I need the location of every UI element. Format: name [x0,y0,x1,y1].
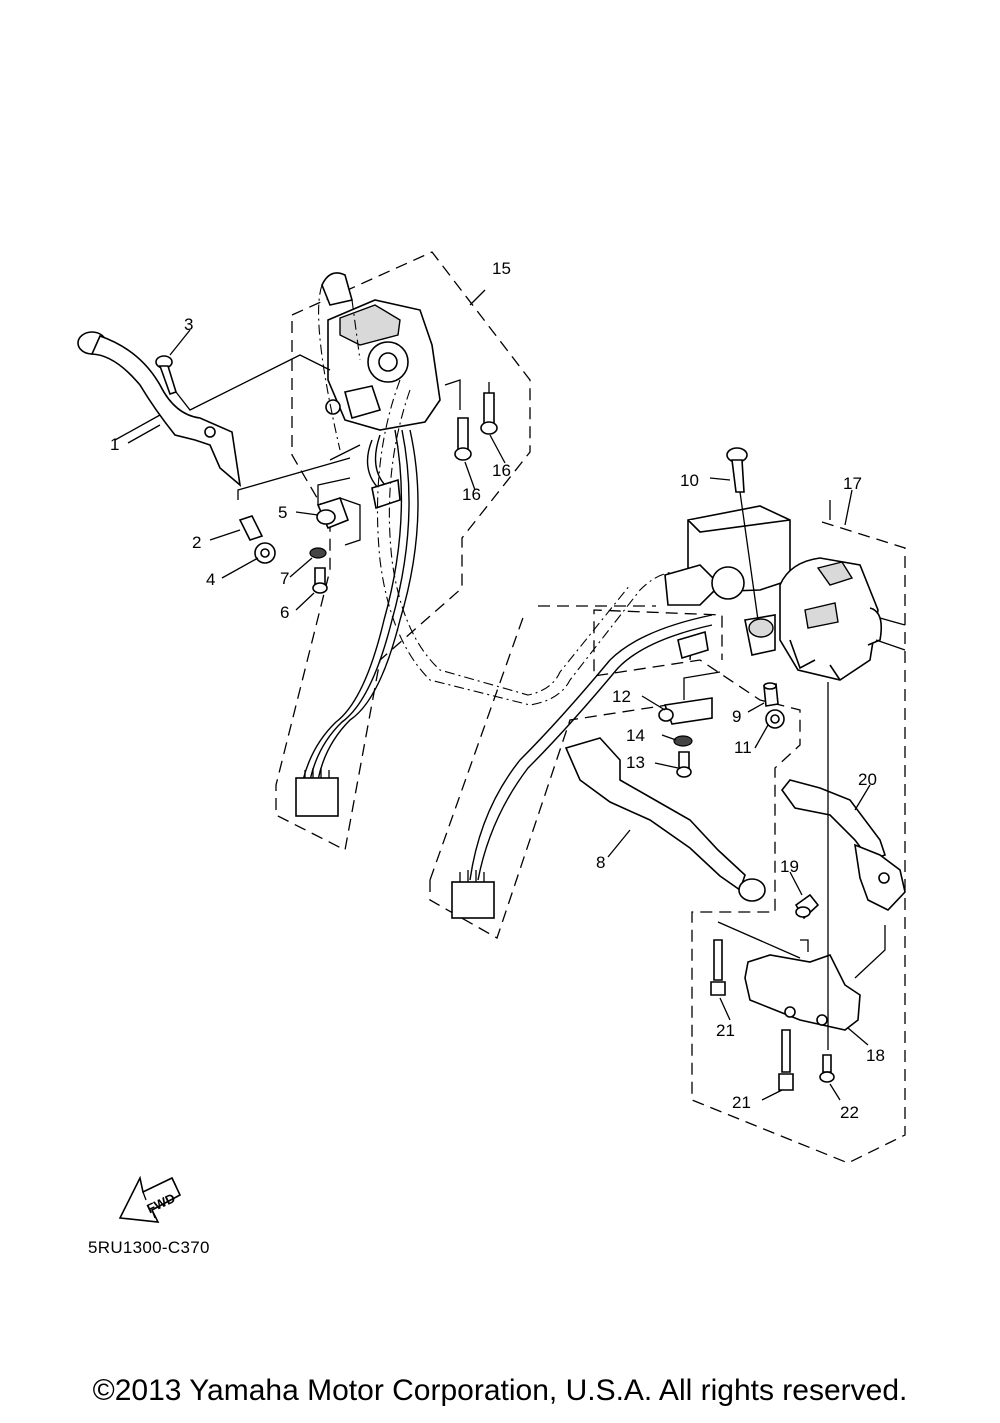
bolt-10 [726,447,759,621]
label-part-2: 2 [192,533,201,552]
label-part-8: 8 [596,853,605,872]
label-part-1: 1 [110,435,119,454]
label-part-13: 13 [626,753,645,772]
label-part-22: 22 [840,1103,859,1122]
nut-4 [254,542,276,564]
label-part-16b: 16 [462,485,481,504]
label-part-20: 20 [858,770,877,789]
assembly-15-boundary [275,251,531,851]
screw-16a [480,382,498,435]
label-part-18: 18 [866,1046,885,1065]
clutch-lever [77,331,242,487]
screw-6 [312,567,328,594]
collar-9 [763,682,779,707]
screw-16b [444,379,472,461]
collar-2 [238,515,264,541]
leader-lines [127,289,871,1101]
label-part-10: 10 [680,471,699,490]
label-part-21b: 21 [732,1093,751,1112]
label-part-7: 7 [280,569,289,588]
nut-11 [765,709,785,729]
left-handlebar-switch [318,272,441,451]
label-part-3: 3 [184,315,193,334]
right-handlebar-switch [779,557,906,681]
fwd-arrow-icon: FWD [118,1175,182,1223]
label-part-19: 19 [780,857,799,876]
bracket-18 [717,921,886,1031]
master-cylinder [664,505,791,656]
washer-14 [673,735,693,747]
pin-19 [794,893,820,920]
label-part-14: 14 [626,726,645,745]
label-part-17: 17 [843,474,862,493]
assembly-17-boundary [593,521,906,1164]
brake-switch-12 [658,671,721,725]
handlebar-outline [377,379,691,706]
bolt-21a [710,939,726,996]
left-switch-harness [295,429,419,817]
lever-20 [780,779,906,911]
label-part-9: 9 [732,707,741,726]
handlebar-outline-inner [388,389,631,696]
label-part-4: 4 [206,570,215,589]
label-part-21a: 21 [716,1021,735,1040]
bolt-21b [778,1029,794,1091]
diagram-code: 5RU1300-C370 [88,1238,210,1257]
screw-13 [676,751,692,778]
label-part-5: 5 [278,503,287,522]
leader-lines-left [237,444,361,500]
washer-7 [309,547,327,559]
clutch-switch-5 [316,477,361,546]
label-part-6: 6 [280,603,289,622]
bolt-3 [155,354,331,411]
label-part-16a: 16 [492,461,511,480]
brake-lever [564,737,766,902]
assembly-15b-boundary [429,605,701,939]
copyright-notice: ©2013 Yamaha Motor Corporation, U.S.A. A… [92,1374,908,1407]
label-part-11: 11 [734,738,752,757]
screw-22 [819,1054,835,1083]
label-part-15: 15 [492,259,511,278]
label-part-12: 12 [612,687,631,706]
brake-hose [451,614,713,919]
